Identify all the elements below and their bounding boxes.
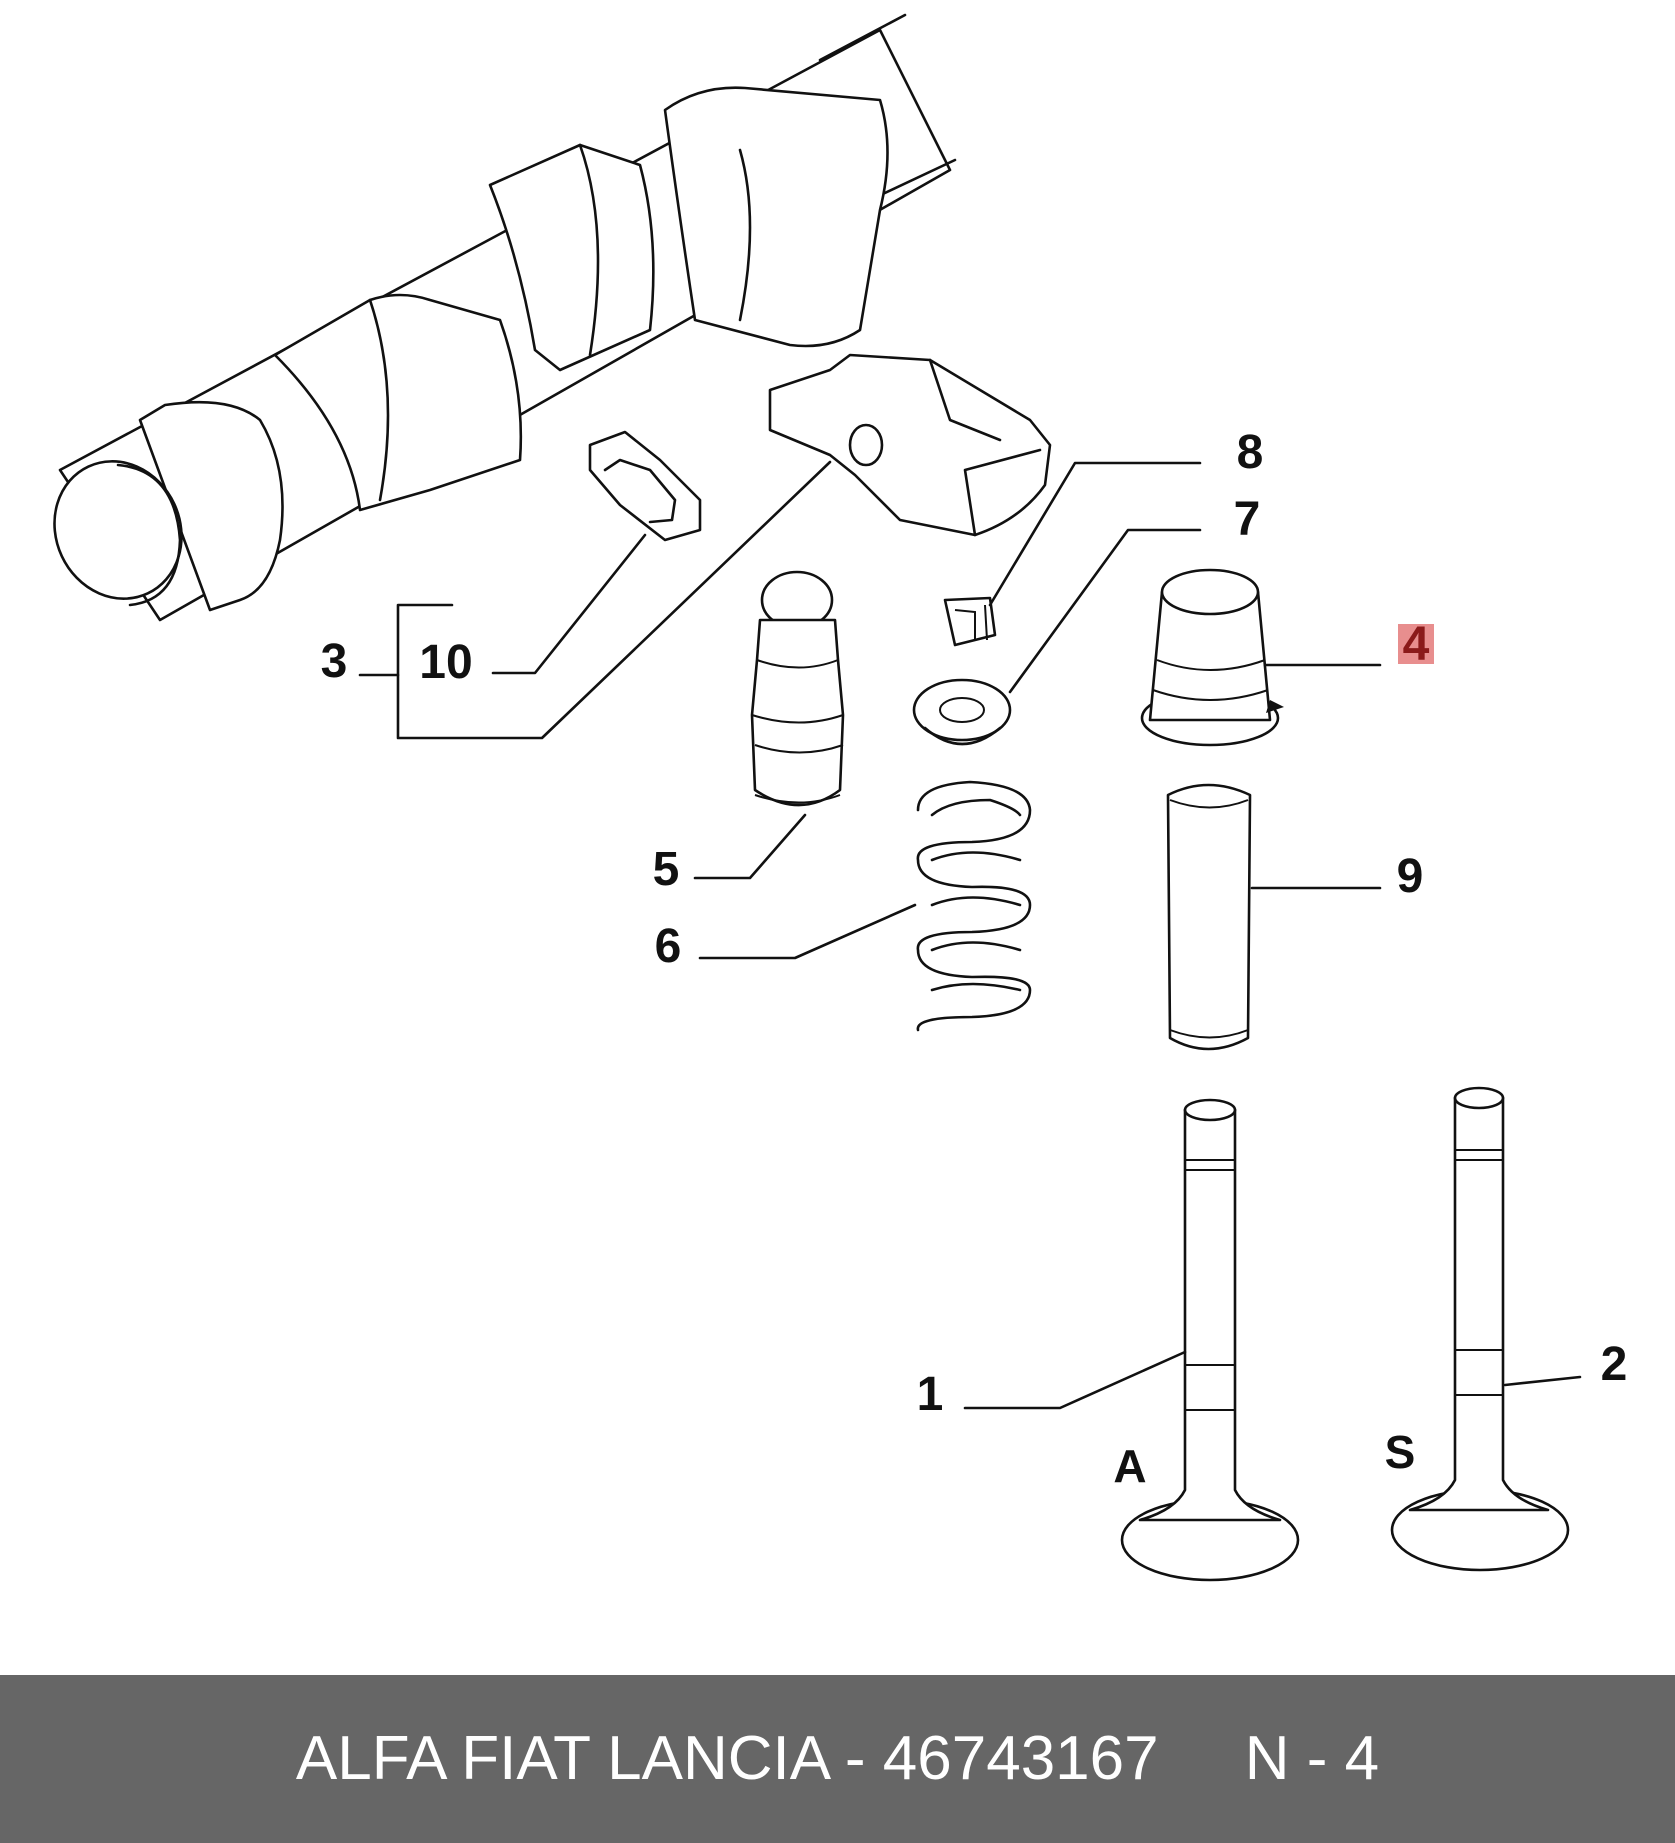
callout-labels: 8 7 4 9 5 6 3 10 1 2 A S — [321, 426, 1628, 1492]
callout-6: 6 — [655, 920, 682, 973]
valve-keeper — [943, 596, 997, 647]
callout-5: 5 — [653, 843, 680, 896]
spring-retainer — [912, 678, 1012, 746]
exhaust-valve-letter: S — [1385, 1426, 1416, 1478]
brand-part-number: ALFA FIAT LANCIA - 46743167 — [295, 1724, 1159, 1793]
footer-bar: ALFA FIAT LANCIA - 46743167 N - 4 — [0, 1675, 1675, 1843]
callout-2: 2 — [1601, 1338, 1628, 1391]
callout-4-highlight — [1398, 624, 1434, 664]
callout-7: 7 — [1234, 493, 1261, 546]
callout-4: 4 — [1403, 618, 1430, 671]
exhaust-valve — [1390, 1086, 1570, 1572]
rocker-arm — [768, 353, 1052, 537]
exploded-parts-diagram: 8 7 4 9 5 6 3 10 1 2 A S — [53, 13, 1628, 1582]
hydraulic-tappet — [750, 570, 845, 807]
retaining-clip — [588, 430, 702, 542]
callout-9: 9 — [1397, 850, 1424, 903]
callout-1: 1 — [917, 1368, 944, 1421]
footer-caption: ALFA FIAT LANCIA - 46743167 N - 4 — [0, 1675, 1675, 1843]
valve-stem-seal — [1140, 568, 1284, 747]
callout-8: 8 — [1237, 426, 1264, 479]
callout-3: 3 — [321, 635, 348, 688]
leader-lines — [358, 460, 1582, 1410]
callout-10: 10 — [419, 636, 472, 689]
valve-guide — [1166, 783, 1252, 1051]
camshaft — [53, 13, 957, 622]
valve-spring — [916, 780, 1032, 1032]
intake-valve-letter: A — [1113, 1440, 1146, 1492]
intake-valve — [1120, 1098, 1300, 1582]
position-reference: N - 4 — [1244, 1724, 1380, 1793]
